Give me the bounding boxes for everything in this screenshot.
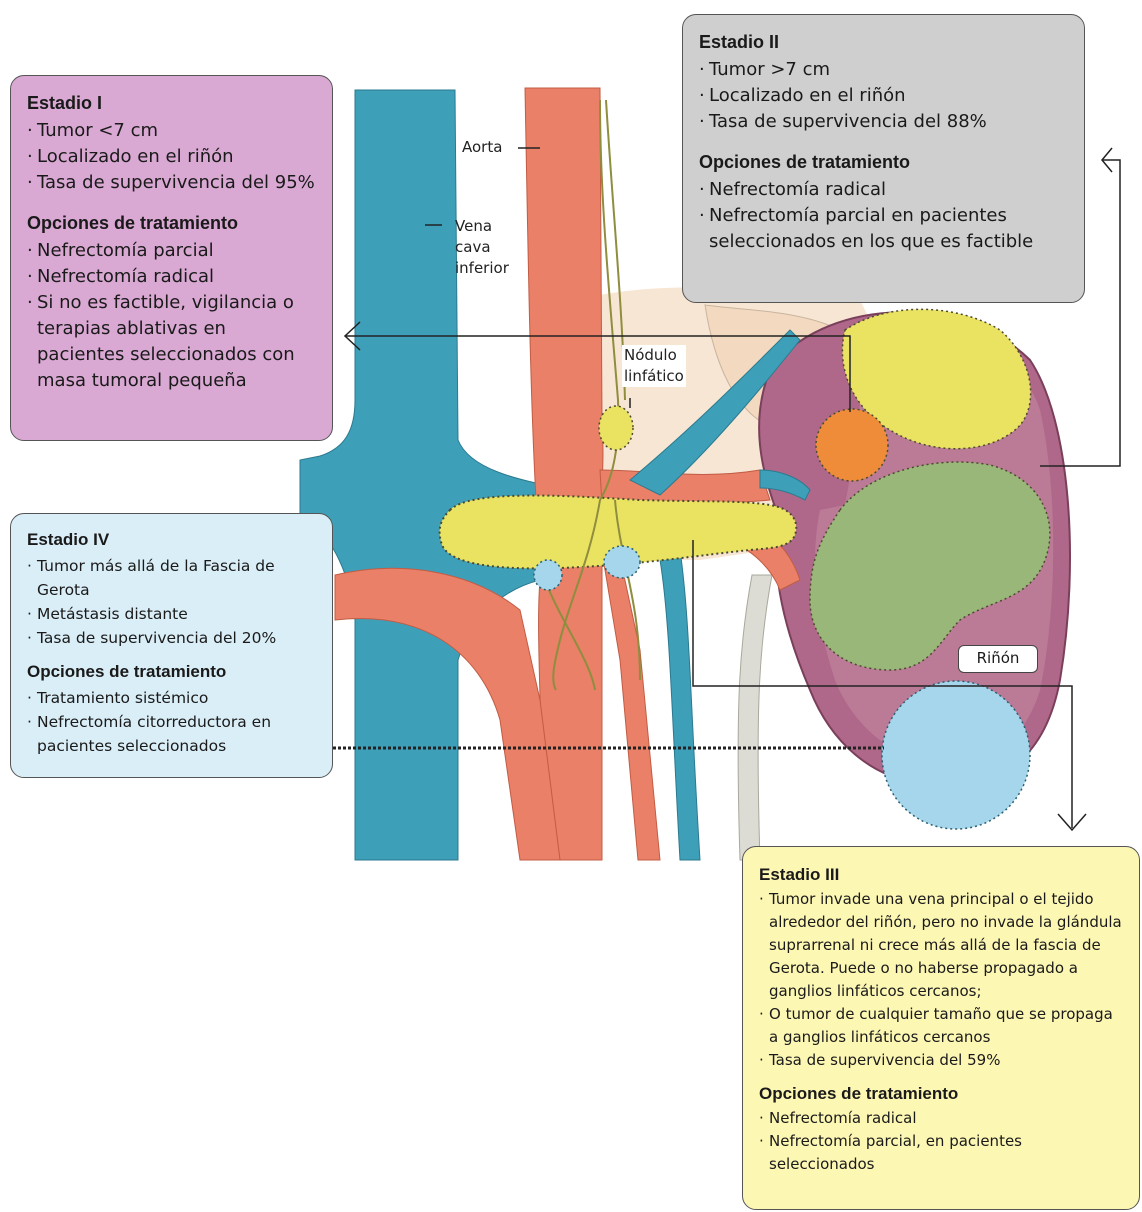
aorta-label: Aorta — [462, 137, 502, 158]
stage1-treatment: Si no es factible, vigilancia o terapias… — [27, 290, 318, 394]
stage2-item: Localizado en el riñón — [699, 83, 1070, 109]
stage2-title: Estadio II — [699, 29, 1070, 55]
stage3-item: O tumor de cualquier tamaño que se propa… — [759, 1003, 1125, 1049]
lymph-node-lower-2 — [604, 546, 640, 578]
stage3-item: Tasa de supervivencia del 59% — [759, 1049, 1125, 1072]
vena-cava-label-line: cava — [455, 237, 509, 258]
stage4-treatments: Tratamiento sistémico Nefrectomía citorr… — [27, 686, 318, 758]
stage3-box: Estadio III Tumor invade una vena princi… — [742, 846, 1140, 1210]
stage1-item: Tumor <7 cm — [27, 118, 318, 144]
lymph-node-label: Nódulo linfático — [622, 345, 686, 387]
lymph-node-upper — [599, 406, 633, 450]
stage2-box: Estadio II Tumor >7 cm Localizado en el … — [682, 14, 1085, 303]
stage4-treatment: Nefrectomía citorreductora en pacientes … — [27, 710, 318, 758]
stage1-treatments: Nefrectomía parcial Nefrectomía radical … — [27, 238, 318, 394]
stage3-items: Tumor invade una vena principal o el tej… — [759, 888, 1125, 1072]
stage4-item: Metástasis distante — [27, 602, 318, 626]
aorta-label-text: Aorta — [462, 138, 502, 156]
stage1-items: Tumor <7 cm Localizado en el riñón Tasa … — [27, 118, 318, 196]
stage1-box: Estadio I Tumor <7 cm Localizado en el r… — [10, 75, 333, 441]
stage4-item: Tasa de supervivencia del 20% — [27, 626, 318, 650]
tumor-orange — [816, 409, 888, 481]
stage4-items: Tumor más allá de la Fascia de Gerota Me… — [27, 554, 318, 650]
stage1-treatment: Nefrectomía radical — [27, 264, 318, 290]
stage3-item: Tumor invade una vena principal o el tej… — [759, 888, 1125, 1003]
stage4-treatment: Tratamiento sistémico — [27, 686, 318, 710]
tumor-metastasis — [882, 681, 1030, 829]
kidney-label: Riñón — [958, 645, 1038, 673]
ureter — [738, 575, 772, 860]
stage2-items: Tumor >7 cm Localizado en el riñón Tasa … — [699, 57, 1070, 135]
stage1-title: Estadio I — [27, 90, 318, 116]
stage2-treatment: Nefrectomía parcial en pacientes selecci… — [699, 203, 1070, 255]
stage2-item: Tasa de supervivencia del 88% — [699, 109, 1070, 135]
lymph-node-lower-1 — [534, 560, 562, 590]
stage2-treatments: Nefrectomía radical Nefrectomía parcial … — [699, 177, 1070, 255]
stage3-treatment-title: Opciones de tratamiento — [759, 1082, 1125, 1105]
stage4-treatment-title: Opciones de tratamiento — [27, 660, 318, 684]
stage3-treatment: Nefrectomía radical — [759, 1107, 1125, 1130]
stage2-item: Tumor >7 cm — [699, 57, 1070, 83]
vena-cava-label-line: inferior — [455, 258, 509, 279]
stage2-treatment-title: Opciones de tratamiento — [699, 149, 1070, 175]
stage3-treatment: Nefrectomía parcial, en pacientes selecc… — [759, 1130, 1125, 1176]
stage3-treatments: Nefrectomía radical Nefrectomía parcial,… — [759, 1107, 1125, 1176]
stage4-item: Tumor más allá de la Fascia de Gerota — [27, 554, 318, 602]
gonadal-vein — [660, 550, 700, 860]
lymph-node-label-line: Nódulo — [624, 345, 684, 366]
lymph-node-label-line: linfático — [624, 366, 684, 387]
stage1-treatment: Nefrectomía parcial — [27, 238, 318, 264]
stage3-title: Estadio III — [759, 863, 1125, 886]
stage1-treatment-title: Opciones de tratamiento — [27, 210, 318, 236]
vena-cava-label-line: Vena — [455, 216, 509, 237]
stage1-item: Localizado en el riñón — [27, 144, 318, 170]
stage4-title: Estadio IV — [27, 528, 318, 552]
stage4-box: Estadio IV Tumor más allá de la Fascia d… — [10, 513, 333, 778]
stage2-treatment: Nefrectomía radical — [699, 177, 1070, 203]
vena-cava-label: Vena cava inferior — [455, 216, 509, 279]
stage1-item: Tasa de supervivencia del 95% — [27, 170, 318, 196]
